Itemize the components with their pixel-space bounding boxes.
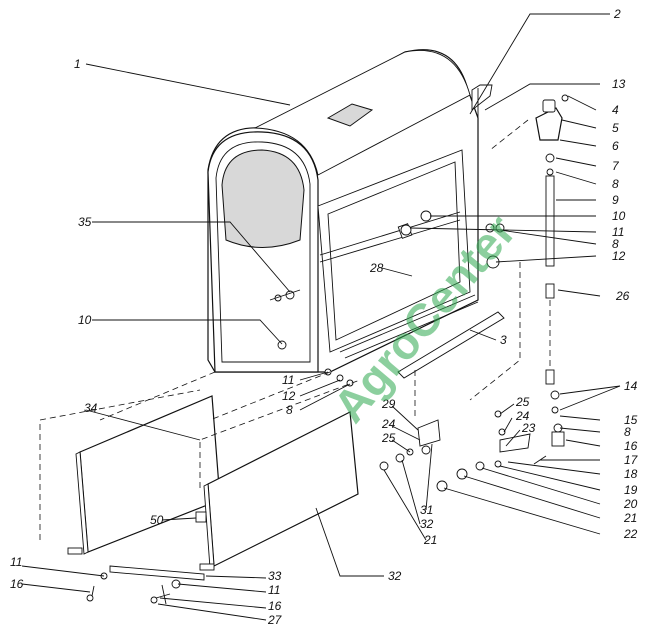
callout-3: 3: [500, 333, 507, 347]
housing-body: [207, 49, 505, 387]
callout-17: 17: [624, 453, 639, 467]
callout-16-c: 16: [268, 599, 282, 613]
callout-32-b: 32: [388, 569, 402, 583]
callout-29: 29: [381, 397, 396, 411]
callout-16-b: 16: [10, 577, 24, 591]
leader-lines: [21, 13, 621, 621]
callout-7: 7: [612, 159, 620, 173]
callout-33: 33: [268, 569, 282, 583]
callout-15: 15: [624, 413, 638, 427]
callout-9: 9: [612, 193, 619, 207]
callout-8-c: 8: [286, 403, 293, 417]
callout-19: 19: [624, 483, 638, 497]
callout-24-b: 24: [381, 417, 396, 431]
callout-21-a: 21: [623, 511, 637, 525]
callout-50: 50: [150, 513, 164, 527]
callout-12-b: 12: [282, 389, 296, 403]
callout-11-a: 11: [612, 225, 624, 239]
callout-6: 6: [612, 139, 619, 153]
callout-18: 18: [624, 467, 638, 481]
callout-11-b: 11: [282, 373, 294, 387]
lower-bar: [397, 311, 505, 379]
callout-21-b: 21: [423, 533, 437, 547]
callout-22: 22: [623, 527, 638, 541]
callout-26: 26: [615, 289, 630, 303]
callout-28: 28: [369, 261, 384, 275]
callout-2: 2: [613, 7, 621, 21]
callout-31: 31: [420, 503, 433, 517]
callout-11-d: 11: [268, 583, 280, 597]
callout-34: 34: [84, 401, 98, 415]
callout-8-b: 8: [612, 237, 619, 251]
callout-20: 20: [623, 497, 638, 511]
callout-13: 13: [612, 77, 626, 91]
center-linkage: [379, 370, 441, 471]
callout-32-a: 32: [420, 517, 434, 531]
callout-11-c: 11: [10, 555, 22, 569]
top-rail: [471, 84, 493, 111]
callout-23: 23: [521, 421, 536, 435]
left-cover-panel: [67, 395, 221, 555]
callout-5: 5: [612, 121, 619, 135]
callout-35: 35: [78, 215, 92, 229]
right-cover-panel: [199, 411, 359, 571]
callout-10-b: 10: [78, 313, 92, 327]
callout-8-d: 8: [624, 425, 631, 439]
perforated-grille-top: [326, 103, 374, 127]
bolt-50: [195, 511, 207, 523]
callout-24-a: 24: [515, 409, 530, 423]
callout-8-a: 8: [612, 177, 619, 191]
callout-25-b: 25: [381, 431, 396, 445]
callout-4: 4: [612, 103, 619, 117]
callout-1: 1: [74, 57, 81, 71]
perforated-grille-end: [221, 149, 305, 248]
callout-14: 14: [624, 379, 638, 393]
callout-12-a: 12: [612, 249, 626, 263]
callout-labels: 1 2 13 4 5 6 7 8 9 10 11 8 12 35 28 26 1…: [10, 7, 639, 627]
callout-25-a: 25: [515, 395, 530, 409]
link-bar: [109, 565, 205, 581]
callout-16-a: 16: [624, 439, 638, 453]
callout-27: 27: [267, 613, 283, 627]
callout-10-a: 10: [612, 209, 626, 223]
